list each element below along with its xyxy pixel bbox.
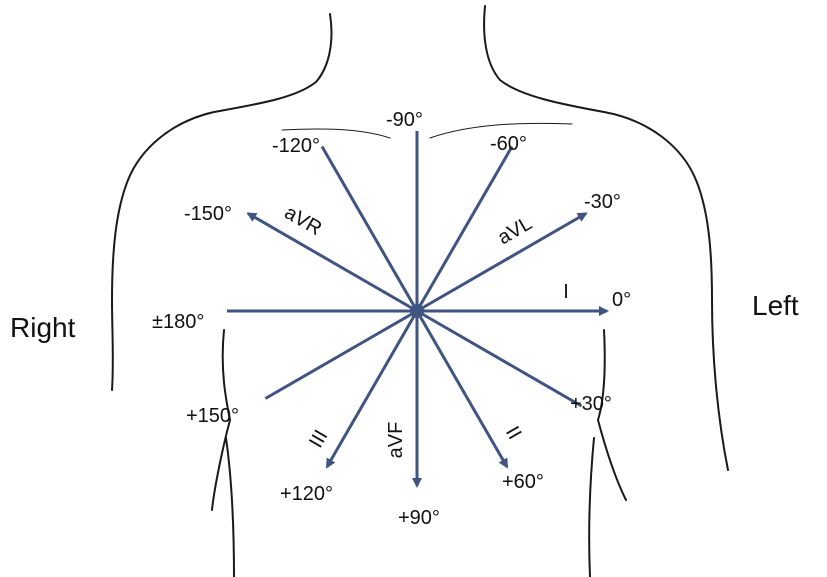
- angle-label-30: +30°: [570, 393, 612, 415]
- right-side-label: Right: [10, 312, 76, 343]
- angle-label-120: +120°: [280, 483, 333, 505]
- axis-line-30: [416, 309, 583, 408]
- axis-line-m60: [415, 145, 514, 312]
- labels-layer: 0° I +30° +60° II +90° aVF +120° III +150° ±180° -1…: [152, 109, 631, 529]
- lead-label-avl: aVL: [494, 212, 536, 249]
- neck-right-line: [483, 5, 729, 471]
- waist-right-line: [588, 437, 595, 577]
- angle-label-m90: -90°: [386, 109, 423, 131]
- neck-left-line: [111, 13, 333, 391]
- angle-label-m120: -120°: [272, 135, 320, 157]
- angle-label-150: +150°: [186, 405, 239, 427]
- axis-line-150: [264, 309, 418, 400]
- collarbone-left-line: [281, 128, 391, 139]
- center-point: [410, 304, 424, 318]
- left-arm-inner-line: [597, 329, 627, 501]
- lead-label-iii: III: [305, 426, 332, 451]
- axis-line-120: [325, 310, 419, 469]
- angle-label-m150: -150°: [184, 203, 232, 225]
- lead-label-ii: II: [501, 423, 526, 444]
- waist-left-line: [225, 437, 235, 577]
- right-arm-inner-line: [211, 329, 231, 511]
- torso-outline: [111, 5, 729, 577]
- collarbone-right-line: [429, 122, 573, 139]
- axis-line-m30: [416, 212, 588, 313]
- axis-line-m120: [320, 145, 419, 312]
- lead-label-avf: aVF: [385, 422, 407, 459]
- angle-label-90: +90°: [398, 507, 440, 529]
- angle-label-m30: -30°: [584, 191, 621, 213]
- axis-line-60: [415, 310, 509, 469]
- lead-label-avr: aVR: [281, 202, 326, 241]
- angle-label-0: 0°: [612, 289, 631, 311]
- angle-label-60: +60°: [502, 471, 544, 493]
- left-side-label: Left: [752, 290, 799, 321]
- axis-line-m150: [246, 212, 418, 313]
- angle-label-m60: -60°: [490, 133, 527, 155]
- angle-label-180: ±180°: [152, 311, 204, 333]
- lead-label-i: I: [563, 281, 569, 303]
- axes-layer: [227, 131, 609, 488]
